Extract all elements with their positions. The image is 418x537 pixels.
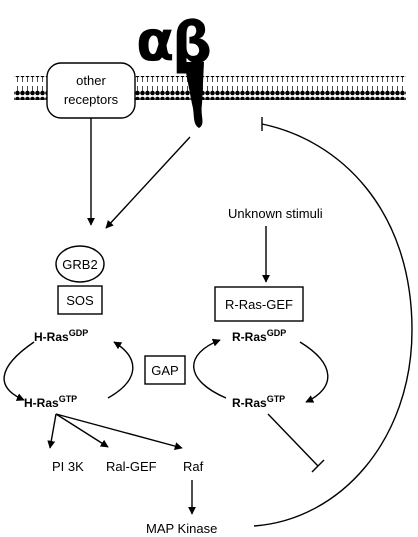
- arrow-h-ras-to-ral-gef: [55, 413, 109, 448]
- other-receptors-label-2: receptors: [64, 92, 119, 107]
- ral-gef-label: Ral-GEF: [106, 459, 157, 474]
- r-ras-gtp-label: R-RasGTP: [232, 394, 285, 410]
- r-ras-gef-box: [214, 286, 304, 322]
- sos-box: [57, 285, 103, 315]
- h-ras-gdp-label: H-RasGDP: [34, 328, 88, 344]
- unknown-stimuli-label: Unknown stimuli: [228, 206, 323, 221]
- r-ras-inactivation-arrow: [193, 338, 227, 399]
- feedback-map-kinase-to-integrin: [253, 123, 413, 527]
- other-receptors-label-1: other: [76, 73, 106, 88]
- integrin-receptor: α β: [136, 9, 212, 128]
- raf-label: Raf: [183, 459, 204, 474]
- gap-box: [144, 355, 186, 385]
- arrow-h-ras-to-pi3k: [47, 413, 57, 449]
- r-ras-gef-label: R-Ras-GEF: [225, 297, 293, 312]
- h-ras-activation-arrow: [3, 341, 35, 401]
- other-receptors-box: other receptors: [46, 62, 136, 119]
- sos-label: SOS: [66, 293, 94, 308]
- h-ras-gtp-label: H-RasGTP: [24, 394, 77, 410]
- gap-label: GAP: [151, 363, 178, 378]
- inhibition-r-ras-to-map-kinase: [267, 413, 319, 467]
- r-ras-activation-arrow: [299, 341, 329, 403]
- grb2-node: [55, 245, 105, 283]
- grb2-label: GRB2: [62, 257, 97, 272]
- arrow-h-ras-to-raf: [55, 413, 183, 450]
- arrow-integrin-to-grb2: [105, 136, 191, 229]
- integrin-alpha: α: [136, 9, 174, 74]
- inhibition-bar-map-kinase: [311, 459, 325, 473]
- map-kinase-label: MAP Kinase: [146, 521, 217, 536]
- h-ras-inactivation-arrow: [107, 341, 134, 399]
- pi3k-label: PI 3K: [52, 459, 84, 474]
- r-ras-gdp-label: R-RasGDP: [232, 328, 286, 344]
